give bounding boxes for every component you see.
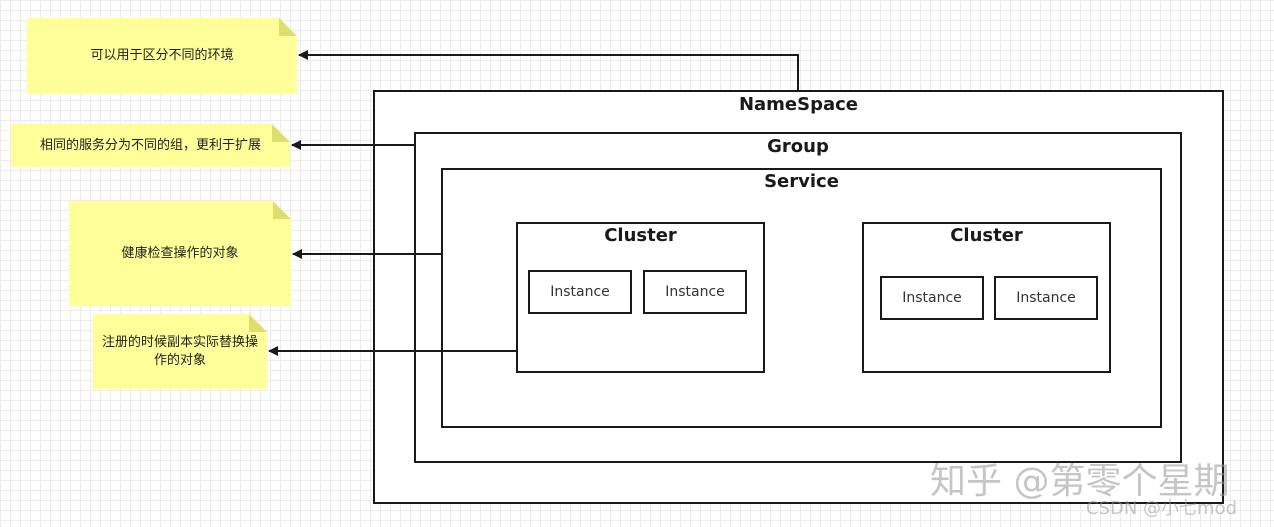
- note-namespace-text: 可以用于区分不同的环境: [90, 48, 234, 63]
- cluster-label-right: Cluster: [950, 225, 1023, 246]
- instance-box-2: Instance: [643, 270, 747, 314]
- note-service-text: 健康检查操作的对象: [121, 245, 239, 261]
- note-namespace: 可以用于区分不同的环境: [27, 18, 297, 94]
- note-cluster: 注册的时候副本实际替换操作的对象: [93, 314, 267, 389]
- namespace-label: NameSpace: [738, 94, 859, 115]
- note-service: 健康检查操作的对象: [69, 201, 291, 306]
- group-label: Group: [767, 136, 829, 157]
- cluster-label-left: Cluster: [604, 225, 677, 246]
- arrow-namespace-note: [298, 50, 799, 90]
- instance-box-4: Instance: [994, 276, 1098, 320]
- instance-box-3: Instance: [880, 276, 984, 320]
- instance-box-1: Instance: [528, 270, 632, 314]
- service-label: Service: [764, 171, 839, 192]
- note-group-text: 相同的服务分为不同的组，更利于扩展: [39, 137, 261, 153]
- note-cluster-text: 注册的时候副本实际替换操作的对象: [101, 334, 258, 368]
- watermark-csdn: CSDN @小七mod: [1086, 498, 1238, 519]
- watermark-zhihu: 知乎 @第零个星期: [930, 461, 1230, 502]
- note-group: 相同的服务分为不同的组，更利于扩展: [11, 124, 290, 167]
